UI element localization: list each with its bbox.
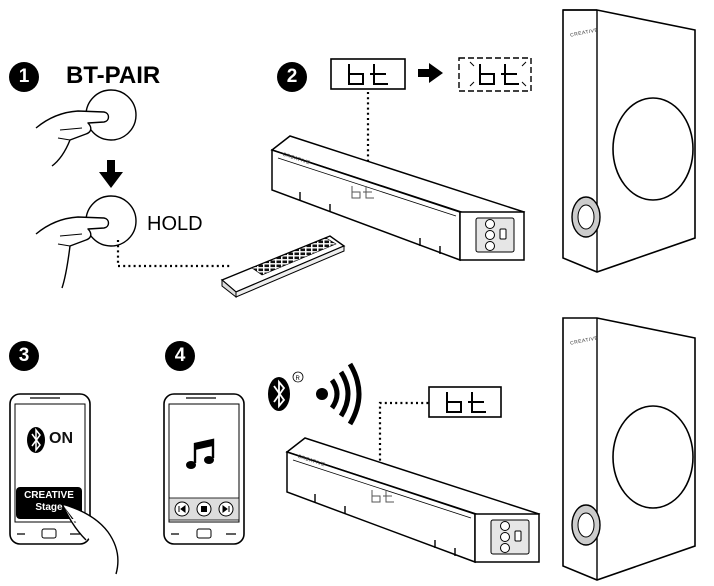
bluetooth-registered-icon: R: [268, 371, 304, 411]
app-name-line2: Stage: [35, 502, 63, 513]
right-arrow: [418, 63, 443, 83]
remote-control: [220, 235, 346, 299]
display-bt: [330, 58, 406, 90]
creative-stage-app-label: CREATIVE Stage: [17, 490, 81, 514]
pair-button-press: [35, 89, 137, 167]
dotted-guide-line: [116, 240, 232, 268]
soundbar: [270, 135, 526, 262]
soundbar: [285, 437, 541, 564]
step-4-badge: 4: [165, 341, 195, 371]
bluetooth-on-label: ON: [49, 430, 73, 447]
display-bt-connected: [428, 386, 502, 418]
wireless-signal-icon: [316, 362, 362, 426]
svg-text:R: R: [296, 376, 301, 382]
display-bt-blinking: [458, 57, 532, 92]
app-name-line1: CREATIVE: [24, 490, 74, 501]
step-3-badge: 3: [9, 341, 39, 371]
subwoofer: [562, 317, 696, 581]
phone-bluetooth-settings: [9, 393, 119, 575]
step-1-badge: 1: [9, 62, 39, 92]
subwoofer: [562, 9, 696, 273]
pair-button-hold: [35, 195, 137, 289]
down-arrow: [99, 160, 123, 188]
phone-music-player: [163, 393, 245, 545]
step-1-title: BT-PAIR: [66, 62, 161, 89]
step-2-badge: 2: [277, 62, 307, 92]
hold-label: HOLD: [147, 213, 203, 235]
